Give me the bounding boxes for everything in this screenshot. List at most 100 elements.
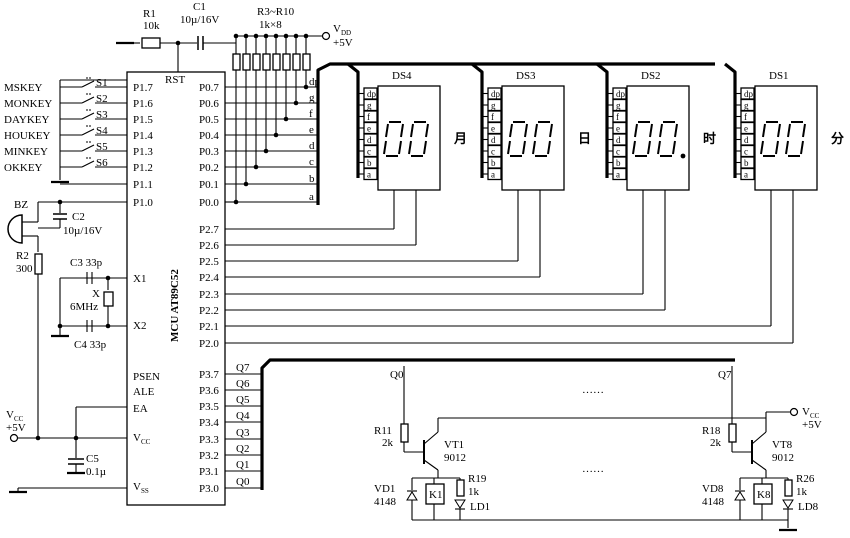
r-value: 2k [710,437,722,449]
pin-p2: P2.4 [199,272,219,284]
display-unit: 分 [831,131,844,146]
display-pin-label: dp [367,89,377,99]
c1-label: C1 [193,1,206,13]
crystal-value: 6MHz [70,301,98,313]
display-pin-label: c [744,147,748,157]
display-body [754,85,818,191]
crystal [103,291,114,307]
junction [243,181,249,187]
pin-p3: P3.0 [199,483,219,495]
junction [303,84,309,90]
key-label: OKKEY [4,162,43,174]
pack-resistor [252,53,261,71]
segment [777,123,781,138]
junction [263,33,269,39]
display-pin [363,167,378,181]
display-unit: 月 [453,131,467,146]
display-pin-label: f [367,112,370,122]
display-pin-label: e [744,124,748,134]
key-label: MINKEY [4,146,48,158]
display-pin-label: b [367,158,372,168]
display-pin-label: a [367,170,371,180]
display-pin-label: dp [744,89,754,99]
label-main: V [6,409,14,421]
decimal-point [680,153,686,159]
pin-p1: P1.0 [133,197,153,209]
c2-label: C2 [72,211,85,223]
pin-p0: P0.1 [199,179,219,191]
display-body [501,85,565,191]
segment [522,140,526,155]
pin-ea: EA [133,403,148,415]
r19-resistor [456,479,465,497]
pin-p1: P1.4 [133,130,153,142]
pin-p1: P1.5 [133,114,153,126]
junction [105,275,111,281]
vt-label: VT1 [444,439,464,451]
display-pin-label: dp [616,89,626,99]
pin-p0: P0.6 [199,98,219,110]
r3-label: R3~R10 [257,6,295,18]
display-pin [487,110,502,123]
vcc-label: VCC [6,409,24,423]
pack-resistor [302,53,311,71]
relay-bus [260,358,735,490]
switch [81,112,95,120]
display-bus [347,62,360,178]
display-bus [471,62,484,178]
pack-resistor [262,53,271,71]
r-label: R26 [796,473,815,485]
relay-q-label: Q0 [390,369,404,381]
pin-p2: P2.5 [199,256,219,268]
key-label: MONKEY [4,98,52,110]
r3-value: 1k×8 [259,19,282,31]
switch [81,160,95,168]
r11-resistor [400,423,409,443]
wire [751,459,767,471]
label-sub: DD [341,29,351,37]
pin-x2: X2 [133,320,146,332]
mcu-body [126,71,226,506]
crystal-label: X [92,288,100,300]
relay-q-label: Q7 [718,369,732,381]
display-pin-label: d [491,135,496,145]
pack-resistor [282,53,291,71]
junction [303,33,309,39]
display-pin-label: b [491,158,496,168]
pin-p0: P0.7 [199,82,219,94]
r-value: 1k [796,486,808,498]
segment [547,140,551,155]
r-label: R19 [468,473,487,485]
pin-p3: P3.7 [199,369,219,381]
buzzer [7,214,23,244]
led [454,499,466,509]
pin-p2: P2.0 [199,338,219,350]
pack-resistor [292,53,301,71]
label-sub: CC [14,415,24,423]
vd-value: 4148 [374,496,397,508]
display-pin-label: f [744,112,747,122]
display-name: DS4 [392,70,412,82]
q-label: Q7 [236,362,250,374]
segment [385,123,389,138]
segment [524,123,528,138]
c1-value: 10µ/16V [180,14,219,26]
display-pin-label: d [616,135,621,145]
q-label: Q0 [236,476,250,488]
junction [73,435,79,441]
r2-value: 300 [16,263,33,275]
segment [657,140,661,155]
vt-value: 9012 [772,452,794,464]
bus-label: dp [309,76,321,88]
pin-p1: P1.7 [133,82,153,94]
pin-p3: P3.4 [199,417,219,429]
q-label: Q5 [236,394,250,406]
r18-resistor [728,423,737,443]
key-label: DAYKEY [4,114,49,126]
display-pin-label: g [491,101,496,111]
display-pin-label: a [491,170,495,180]
wires [17,35,794,528]
key-label: MSKEY [4,82,43,94]
display-pin [612,110,627,123]
junction [57,323,63,329]
